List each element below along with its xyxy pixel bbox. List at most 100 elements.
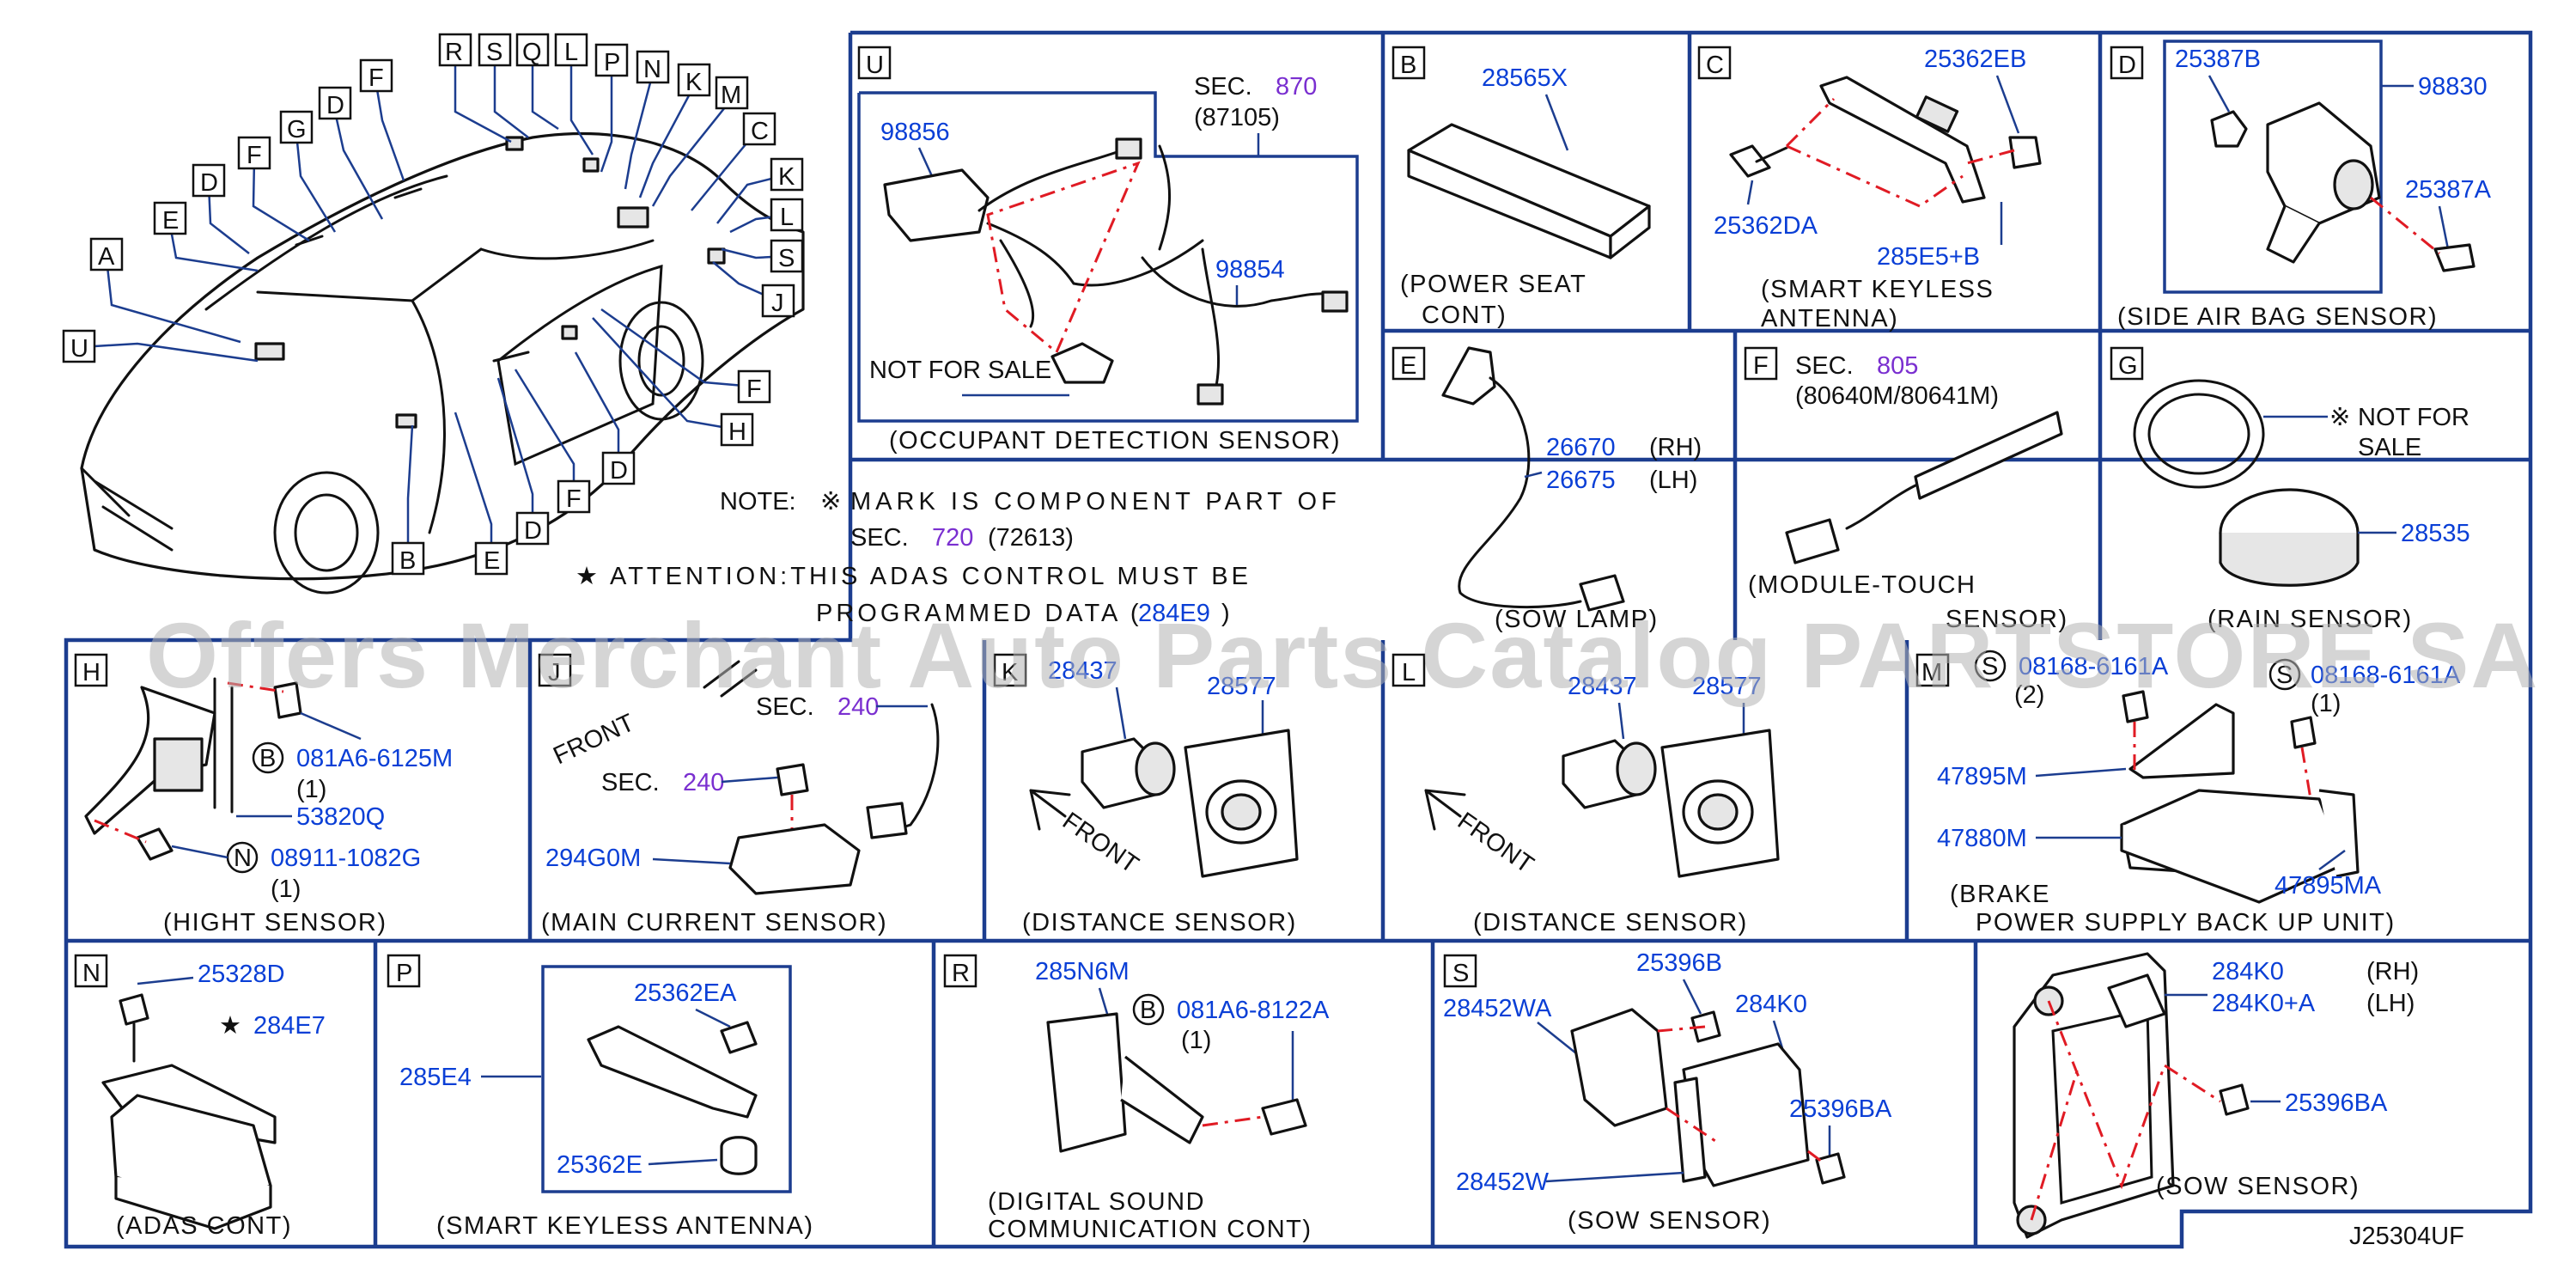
panel-l-letter: L bbox=[1402, 659, 1416, 686]
panel-s1: S 25396B 28452WA 284K0 25396BA 28452W (S… bbox=[1443, 949, 1892, 1235]
panel-u-letter: U bbox=[866, 52, 884, 79]
panel-s2-pn1-side: (RH) bbox=[2366, 958, 2419, 985]
panel-l-pn1: 28437 bbox=[1568, 673, 1637, 700]
panel-h-letter: H bbox=[82, 659, 100, 686]
note-line4: PROGRAMMED DATA ( bbox=[816, 600, 1142, 627]
panel-f: F SEC. 805 (80640M/80641M) (MODULE-TOUCH… bbox=[1744, 346, 2067, 633]
panel-l-front: FRONT bbox=[1452, 808, 1538, 880]
panel-p-pn3: 25362E bbox=[557, 1151, 642, 1179]
panel-n-letter: N bbox=[82, 960, 100, 987]
panel-s1-pn2: 28452WA bbox=[1443, 995, 1552, 1022]
panel-s2-pn1: 284K0 bbox=[2212, 958, 2284, 985]
panel-d-pn2: 98830 bbox=[2418, 73, 2488, 101]
panel-m-pn2-qty: (1) bbox=[2311, 690, 2341, 717]
note-line4-part: 284E9 bbox=[1138, 600, 1210, 627]
panel-u-sec-num: 870 bbox=[1276, 73, 1317, 101]
panel-r-pn1: 285N6M bbox=[1035, 958, 1130, 985]
panel-s2-pn3: 25396BA bbox=[2285, 1089, 2388, 1117]
panel-h-pn3: 08911-1082G bbox=[271, 845, 421, 872]
overview-label-18: S bbox=[778, 245, 795, 272]
panel-p-pn1: 285E4 bbox=[399, 1064, 472, 1091]
panel-g-letter: G bbox=[2118, 352, 2138, 380]
panel-e-pn1: 26670 bbox=[1546, 434, 1616, 461]
panel-l: L 28437 28577 FRONT (DISTANCE SENSOR) bbox=[1392, 653, 1780, 936]
panel-m-pn3: 47895M bbox=[1937, 763, 2027, 790]
panel-h-pn2: 53820Q bbox=[296, 803, 385, 831]
watermark: Offers Merchant Auto Parts Catalog PARTS… bbox=[146, 603, 2539, 707]
panel-r-letter: R bbox=[952, 960, 970, 987]
panel-s2-pn2-side: (LH) bbox=[2366, 990, 2415, 1017]
panel-m-pn4: 47880M bbox=[1937, 825, 2027, 852]
overview-label-7: M bbox=[721, 82, 741, 109]
panel-s1-pn4: 25396BA bbox=[1789, 1095, 1892, 1123]
panel-f-sec-num: 805 bbox=[1877, 352, 1918, 380]
diagram-frame bbox=[64, 30, 2533, 1249]
panel-k: K 28437 28577 FRONT (DISTANCE SENSOR) bbox=[993, 653, 1299, 936]
panel-n-caption: (ADAS CONT) bbox=[116, 1212, 292, 1240]
overview-label-26: E bbox=[484, 547, 500, 575]
note-mark-symbol: ※ bbox=[820, 488, 841, 515]
panel-n-pn2: 284E7 bbox=[253, 1012, 326, 1040]
panel-p-caption: (SMART KEYLESS ANTENNA) bbox=[436, 1212, 814, 1240]
panel-j-sec-a: 240 bbox=[837, 693, 879, 721]
panel-s2: 284K0 (RH) 284K0+A (LH) 25396BA (SOW SEN… bbox=[1973, 941, 2419, 1247]
panel-c-pn3: 285E5+B bbox=[1877, 243, 1980, 271]
panel-j-caption: (MAIN CURRENT SENSOR) bbox=[541, 909, 887, 936]
panel-b-pn: 28565X bbox=[1482, 64, 1568, 92]
note-line2-ref: (72613) bbox=[988, 524, 1074, 552]
panel-s1-caption: (SOW SENSOR) bbox=[1568, 1207, 1771, 1235]
panel-e-letter: E bbox=[1400, 352, 1416, 380]
overview-label-19: J bbox=[771, 290, 784, 317]
overview-label-23: D bbox=[610, 457, 628, 485]
overview-label-24: F bbox=[566, 485, 582, 513]
panel-k-pn2: 28577 bbox=[1207, 673, 1276, 700]
panel-s2-pn2: 284K0+A bbox=[2212, 990, 2316, 1017]
overview-label-27: B bbox=[399, 547, 416, 575]
panel-h-bolt-code: B bbox=[259, 745, 276, 772]
panel-m-pn1-qty: (2) bbox=[2014, 681, 2044, 709]
overview-label-9: D bbox=[326, 92, 344, 119]
panel-m-pn2: 08168-6161A bbox=[2311, 662, 2461, 689]
overview-label-2: Q bbox=[522, 39, 542, 66]
panel-p-letter: P bbox=[396, 960, 412, 987]
panel-h: H B 081A6-6125M (1) 53820Q N 08911-1082G… bbox=[74, 653, 453, 936]
panel-m-pn5: 47895MA bbox=[2275, 872, 2382, 900]
panel-r-bolt-code: B bbox=[1140, 997, 1156, 1024]
panel-m-screw-code-2: S bbox=[2276, 662, 2293, 689]
overview-callouts: R S Q L P N K M F D G F D E A C K L S bbox=[62, 33, 804, 576]
panel-g-pn: 28535 bbox=[2401, 520, 2470, 547]
panel-j-sec-prefix-b: SEC. bbox=[601, 769, 660, 796]
panel-g-not-for: NOT FOR bbox=[2358, 404, 2469, 431]
panel-h-pn1: 081A6-6125M bbox=[296, 745, 453, 772]
panel-f-letter: F bbox=[1753, 352, 1769, 380]
overview-label-17: L bbox=[780, 204, 794, 231]
note-line1: MARK IS COMPONENT PART OF bbox=[850, 488, 1341, 515]
panel-s1-pn5: 28452W bbox=[1456, 1168, 1550, 1196]
note-block: NOTE: ※ MARK IS COMPONENT PART OF SEC. 7… bbox=[575, 488, 1341, 627]
panel-u-not-for-sale: NOT FOR SALE bbox=[869, 357, 1051, 384]
panel-u-sec-prefix: SEC. bbox=[1194, 73, 1252, 101]
panel-u: U SEC. 870 (87105) 98856 98854 NOT FOR S… bbox=[857, 46, 1359, 454]
panel-b: B 28565X (POWER SEAT CONT) bbox=[1392, 46, 1651, 329]
note-line2-prefix: SEC. bbox=[850, 524, 909, 552]
panel-j: J FRONT SEC. 240 SEC. 240 294G0M (MAIN C… bbox=[538, 653, 940, 936]
panel-j-front: FRONT bbox=[549, 709, 638, 770]
panel-r: R 285N6M B 081A6-8122A (1) (DIGITAL SOUN… bbox=[943, 954, 1330, 1243]
panel-e-pn2: 26675 bbox=[1546, 467, 1616, 494]
panel-h-pn1-qty: (1) bbox=[296, 776, 326, 803]
panel-e-pn1-side: (RH) bbox=[1649, 434, 1702, 461]
panel-n: N 25328D ★ 284E7 (ADAS CONT) bbox=[74, 954, 326, 1240]
panel-d-pn1: 25387B bbox=[2175, 46, 2261, 73]
panel-d: D 25387B 98830 25387A (SIDE AIR BAG SENS… bbox=[2110, 40, 2492, 331]
panel-j-sec-prefix-a: SEC. bbox=[756, 693, 814, 721]
overview-label-21: F bbox=[746, 375, 762, 403]
panel-j-sec-b: 240 bbox=[683, 769, 724, 796]
vehicle-overview bbox=[80, 132, 805, 595]
overview-label-5: N bbox=[643, 56, 661, 83]
panel-h-nut-code: N bbox=[234, 845, 252, 872]
panel-n-star: ★ bbox=[219, 1012, 241, 1040]
panel-d-letter: D bbox=[2118, 52, 2136, 79]
panel-u-sec-ref: (87105) bbox=[1194, 104, 1280, 131]
panel-e-caption: (SOW LAMP) bbox=[1495, 606, 1659, 633]
panel-h-pn3-qty: (1) bbox=[271, 875, 301, 903]
